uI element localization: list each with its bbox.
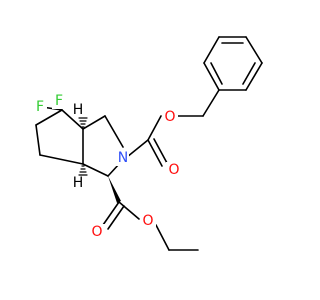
- bond: [102, 201, 120, 226]
- bond: [35, 124, 41, 156]
- bond: [107, 205, 125, 230]
- ethyl-ester: [102, 201, 199, 251]
- bond: [203, 62, 220, 91]
- atom-labels: F F H H N O O O O: [33, 93, 182, 240]
- molecule-structure-diagram: F F H H N O O O O: [33, 36, 263, 251]
- hashed-bond-upper: [78, 117, 88, 128]
- hashed-bond-lower: [78, 165, 88, 176]
- bond: [82, 115, 106, 130]
- fluorine-atom-label: F: [55, 93, 63, 109]
- oxygen-atom-label: O: [142, 213, 153, 229]
- bond: [61, 109, 84, 130]
- fluorine-atom-label: F: [36, 99, 44, 115]
- bond: [39, 154, 84, 165]
- bond: [35, 109, 63, 126]
- benzene-ring: [203, 36, 263, 91]
- wedge-bond: [108, 176, 121, 203]
- bond: [104, 115, 124, 148]
- double-bond-inner: [242, 62, 256, 85]
- bond: [203, 36, 220, 64]
- benzyl-carbamate-chain: [126, 89, 220, 167]
- bond: [153, 138, 168, 164]
- bond: [82, 163, 109, 177]
- pyrrolidine-ring: [82, 115, 124, 177]
- bond: [147, 115, 162, 141]
- bond: [126, 139, 149, 158]
- hydrogen-atom-label: H: [73, 102, 84, 118]
- oxygen-atom-label: O: [91, 224, 102, 240]
- oxygen-atom-label: O: [164, 109, 175, 125]
- bond: [245, 36, 263, 64]
- hydrogen-atom-label: H: [73, 175, 84, 191]
- bond: [118, 201, 140, 220]
- bond: [155, 224, 170, 251]
- cyclopentane-ring: [35, 109, 84, 165]
- bond: [245, 62, 263, 91]
- bond: [202, 89, 220, 117]
- nitrogen-atom-label: N: [118, 150, 128, 166]
- double-bond-inner: [210, 62, 223, 85]
- bond: [147, 139, 163, 167]
- oxygen-atom-label: O: [168, 162, 179, 178]
